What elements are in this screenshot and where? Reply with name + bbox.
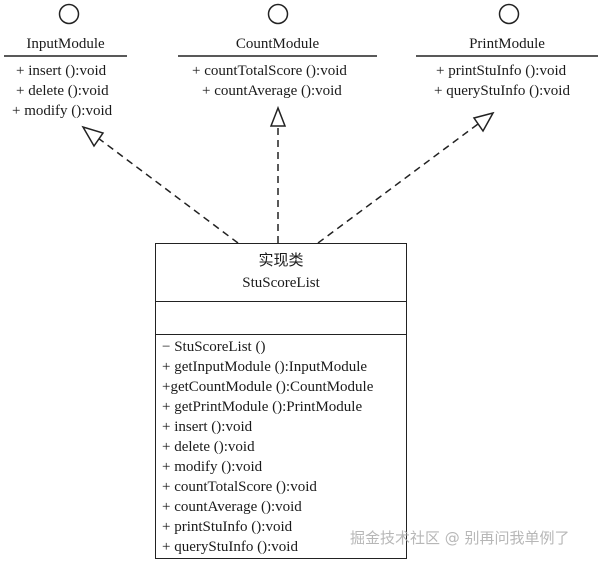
- method-delete: + delete ():void: [162, 439, 255, 455]
- realize-input-arrowhead: [81, 125, 105, 148]
- input-op-modify: + modify ():void: [12, 103, 113, 119]
- print-lollipop-circle: [498, 3, 520, 25]
- input-op-insert: + insert ():void: [16, 63, 107, 79]
- class-name: StuScoreList: [242, 275, 320, 291]
- input-module-operations: + insert ():void + delete ():void + modi…: [12, 61, 112, 121]
- count-op-average: + countAverage ():void: [202, 83, 342, 99]
- count-module-interface: CountModule + countTotalScore ():void + …: [178, 34, 377, 104]
- class-attributes-compartment: [156, 301, 406, 335]
- print-module-name: PrintModule: [469, 36, 545, 52]
- method-get-print-module: + getPrintModule ():PrintModule: [162, 399, 363, 415]
- method-constructor: − StuScoreList (): [162, 339, 266, 355]
- print-module-operations: + printStuInfo ():void + queryStuInfo ()…: [434, 61, 570, 101]
- count-lollipop-circle: [267, 3, 289, 25]
- class-methods: − StuScoreList () + getInputModule ():In…: [162, 337, 373, 557]
- input-lollipop-circle: [58, 3, 80, 25]
- stuscorelist-class: 实现类 StuScoreList − StuScoreList () + get…: [155, 243, 407, 559]
- count-module-name: CountModule: [235, 36, 320, 52]
- watermark-text: 掘金技术社区 @ 别再问我单例了: [350, 529, 570, 547]
- method-count-total-score: + countTotalScore ():void: [162, 479, 317, 495]
- realize-print-arrowhead: [472, 111, 495, 133]
- class-stereotype: 实现类: [258, 251, 304, 269]
- print-op-querystuinfo: + queryStuInfo ():void: [434, 83, 570, 99]
- method-query-stu-info: + queryStuInfo ():void: [162, 539, 298, 555]
- method-get-input-module: + getInputModule ():InputModule: [162, 359, 368, 375]
- method-count-average: + countAverage ():void: [162, 499, 302, 515]
- count-op-total: + countTotalScore ():void: [192, 63, 347, 79]
- count-module-operations: + countTotalScore ():void + countAverage…: [192, 61, 347, 101]
- realize-input-line: [97, 137, 239, 244]
- method-print-stu-info: + printStuInfo ():void: [162, 519, 293, 535]
- method-insert: + insert ():void: [162, 419, 253, 435]
- class-header: 实现类 StuScoreList: [156, 244, 406, 302]
- realize-count-arrowhead: [269, 105, 287, 127]
- realize-print-line: [317, 123, 479, 244]
- print-op-printstuinfo: + printStuInfo ():void: [436, 63, 567, 79]
- input-module-name: InputModule: [26, 36, 105, 52]
- print-module-interface: PrintModule + printStuInfo ():void + que…: [416, 34, 598, 104]
- method-modify: + modify ():void: [162, 459, 263, 475]
- input-module-interface: InputModule + insert ():void + delete ()…: [4, 34, 127, 124]
- input-op-delete: + delete ():void: [16, 83, 109, 99]
- method-get-count-module: +getCountModule ():CountModule: [162, 379, 374, 395]
